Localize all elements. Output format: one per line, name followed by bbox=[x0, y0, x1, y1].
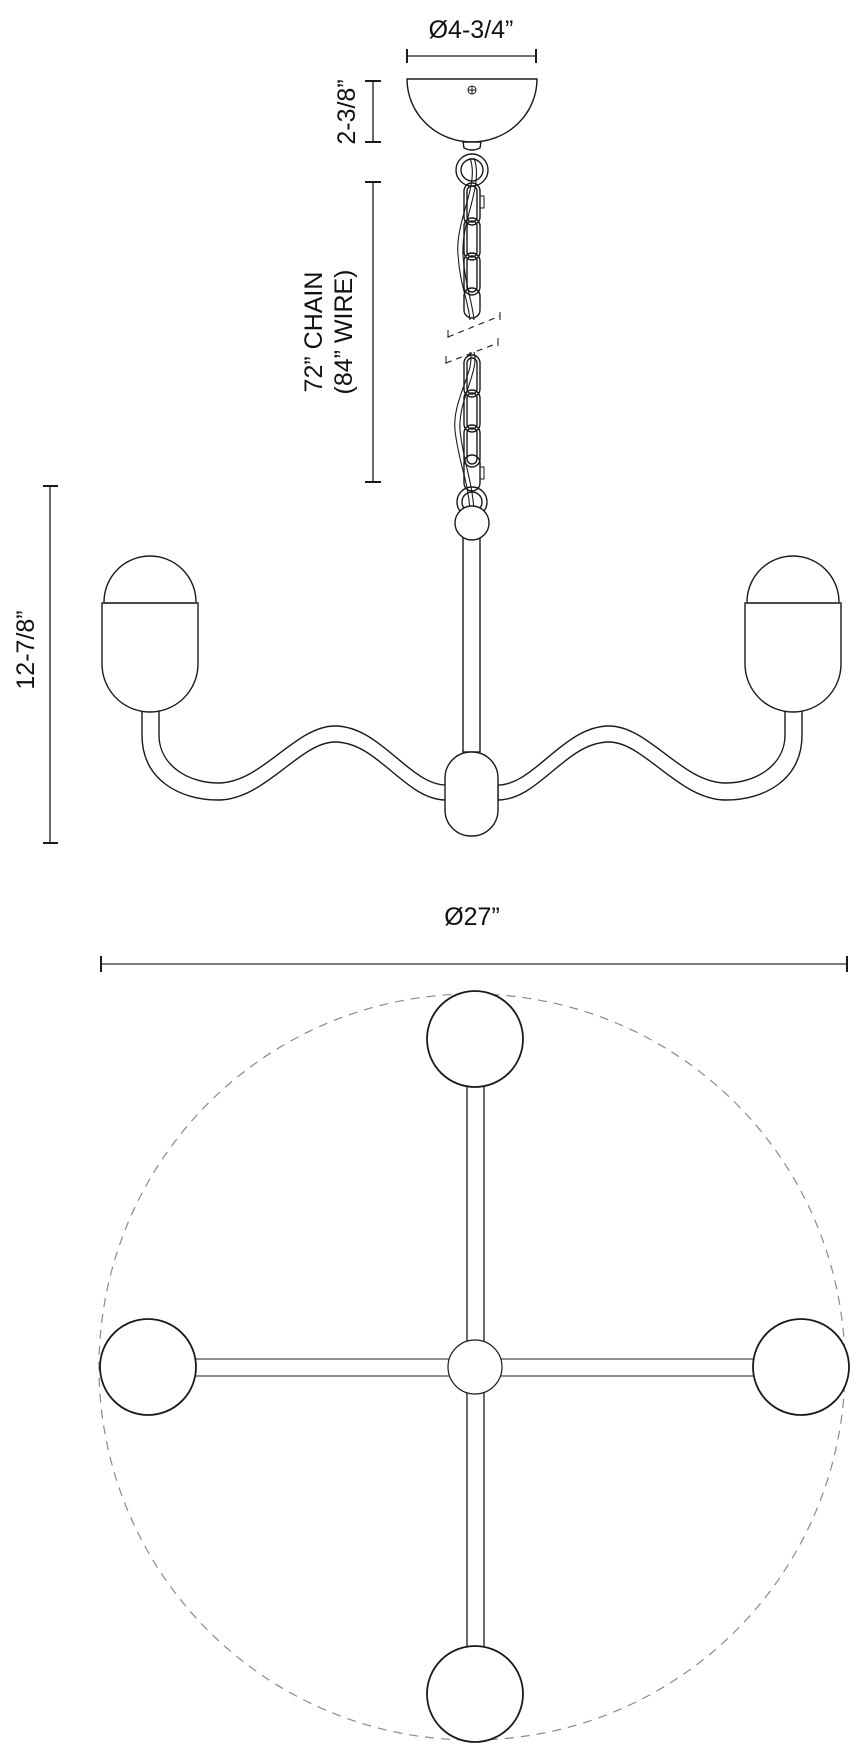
fixture-diameter-label: Ø27” bbox=[444, 903, 500, 931]
fixture-side-view bbox=[101, 505, 842, 837]
chain bbox=[445, 153, 501, 518]
center-body bbox=[444, 751, 499, 837]
right-shade-top bbox=[752, 1318, 850, 1416]
canopy-diameter-label: Ø4-3/4” bbox=[429, 16, 514, 44]
canopy-diameter-dimension: Ø4-3/4” bbox=[406, 16, 537, 63]
canopy bbox=[406, 78, 538, 151]
stem-ball bbox=[454, 505, 490, 541]
fixture-diameter-dimension: Ø27” bbox=[100, 903, 848, 972]
top-shade bbox=[426, 990, 524, 1088]
fixture-top-view bbox=[98, 990, 850, 1743]
canopy-height-dimension: 2-3/8” bbox=[333, 79, 381, 145]
chain-break-mark bbox=[447, 315, 501, 338]
canopy-height-label: 2-3/8” bbox=[333, 79, 361, 144]
left-arm bbox=[141, 710, 447, 801]
center-stem bbox=[462, 536, 481, 753]
left-shade-top bbox=[99, 1318, 197, 1416]
left-shade bbox=[101, 555, 199, 713]
wire-length-label: (84” WIRE) bbox=[330, 270, 358, 395]
bottom-shade bbox=[426, 1645, 524, 1743]
chain-length-label: 72” CHAIN bbox=[300, 272, 328, 393]
right-arm bbox=[497, 710, 803, 801]
center-hub bbox=[447, 1339, 503, 1395]
chain-length-dimension: 72” CHAIN (84” WIRE) bbox=[300, 181, 381, 483]
right-shade bbox=[744, 555, 842, 713]
fixture-height-dimension: 12-7/8” bbox=[12, 485, 58, 844]
fixture-height-label: 12-7/8” bbox=[12, 610, 40, 689]
